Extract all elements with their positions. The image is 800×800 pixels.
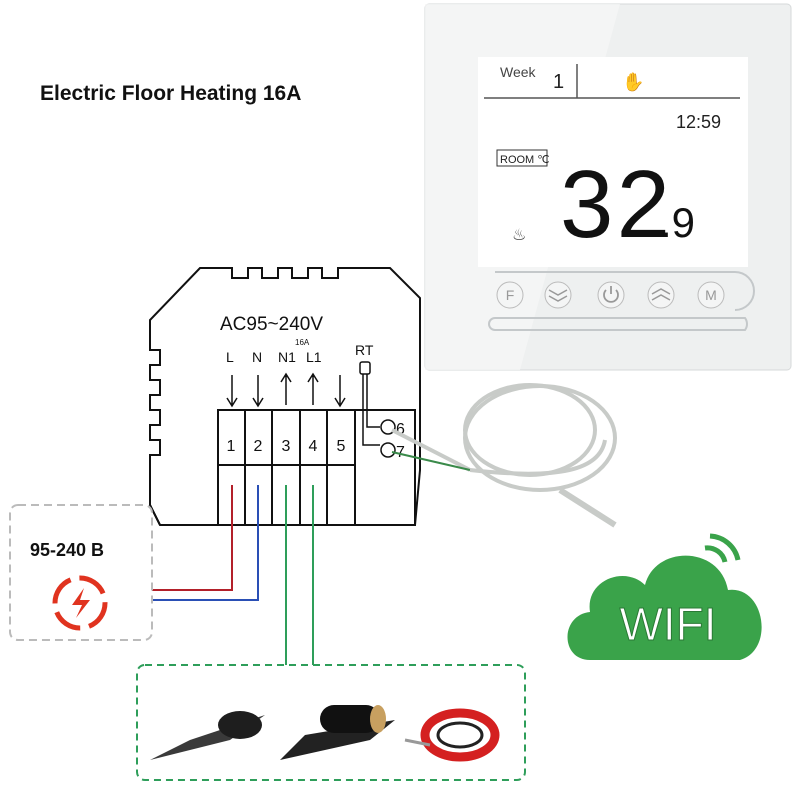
- terminal-2: 2: [254, 438, 263, 455]
- terminal-label-l1: L1: [306, 349, 322, 365]
- svg-text:M: M: [705, 287, 717, 303]
- terminal-7: 7: [396, 444, 405, 461]
- terminal-label-n1: N1: [278, 349, 296, 365]
- temperature-decimal: .9: [660, 199, 695, 246]
- button-f[interactable]: F: [496, 281, 524, 309]
- terminal-5: 5: [337, 438, 346, 455]
- heating-mat-image: [150, 711, 265, 760]
- terminal-label-n: N: [252, 349, 262, 365]
- svg-text:F: F: [506, 287, 515, 303]
- sensor-cable: [391, 383, 617, 528]
- terminal-label-l: L: [226, 349, 234, 365]
- live-wire: [152, 485, 233, 591]
- electricity-icon: [52, 575, 108, 631]
- terminal-1: 1: [227, 438, 236, 455]
- week-day: 1: [553, 71, 564, 93]
- power-source-label: 95-240 B: [30, 540, 104, 560]
- page-title: Electric Floor Heating 16A: [40, 82, 302, 105]
- button-down[interactable]: [544, 281, 572, 309]
- lcd-screen: [478, 57, 748, 267]
- heating-icon: ♨: [512, 227, 526, 244]
- clock-time: 12:59: [676, 112, 721, 132]
- terminal-4: 4: [309, 438, 318, 455]
- button-m[interactable]: M: [697, 281, 725, 309]
- thermostat-panel: Week 1 ✋ 12:59 ROOM ℃ 32 .9 ♨ F M: [424, 3, 792, 371]
- hand-icon: ✋: [622, 71, 644, 92]
- current-label: 16A: [295, 338, 310, 347]
- power-source: [9, 504, 153, 641]
- thermostat-module: [149, 267, 421, 526]
- button-up[interactable]: [647, 281, 675, 309]
- heating-cable-image: [404, 708, 500, 762]
- neutral-wire: [152, 485, 259, 601]
- voltage-label: AC95~240V: [220, 314, 323, 335]
- button-power[interactable]: [597, 281, 625, 309]
- heating-film-image: [280, 705, 395, 760]
- wifi-cloud-icon: [567, 533, 762, 660]
- sensor-label: RT: [355, 342, 374, 358]
- terminal-3: 3: [282, 438, 291, 455]
- room-label: ROOM ℃: [500, 154, 550, 166]
- wifi-label: WIFI: [619, 598, 716, 650]
- heating-elements: [136, 664, 526, 781]
- week-label: Week: [500, 64, 537, 80]
- terminal-6: 6: [396, 421, 405, 438]
